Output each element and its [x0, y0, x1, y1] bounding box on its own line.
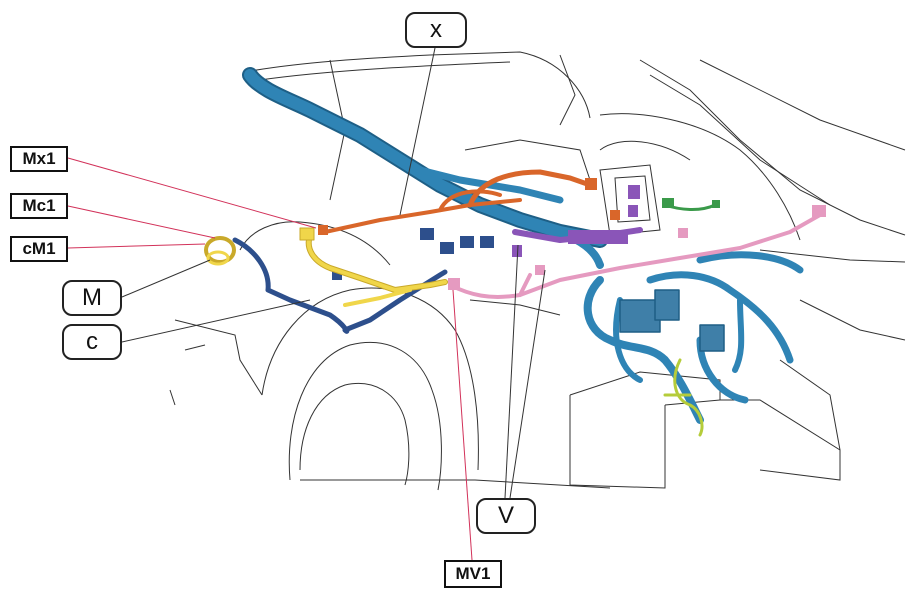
- harness-purple: [512, 185, 643, 257]
- connector-mv1: MV1: [444, 560, 502, 588]
- connector-mx1: Mx1: [10, 146, 68, 172]
- leader-v-1: [504, 244, 519, 499]
- callout-c: c: [62, 324, 122, 360]
- harness-lime: [663, 358, 704, 437]
- leader-c: [121, 299, 311, 343]
- leader-v-2: [509, 269, 546, 499]
- harness-green: [662, 198, 720, 211]
- harness-pink: [448, 205, 826, 299]
- connector-cm1: cM1: [10, 236, 68, 262]
- leader-mx1: [67, 157, 317, 229]
- callout-x: x: [405, 12, 467, 48]
- callout-m: M: [62, 280, 122, 316]
- harness-yellow: [204, 227, 448, 307]
- harness-orange: [318, 169, 620, 235]
- callout-v: V: [476, 498, 536, 534]
- leader-m: [121, 259, 211, 298]
- leader-mv1: [452, 289, 473, 561]
- leader-cm1: [67, 243, 206, 249]
- main-harness-blue: [242, 67, 804, 424]
- leader-x: [399, 47, 436, 216]
- leader-lines: [67, 47, 546, 561]
- leader-mc1: [67, 205, 216, 239]
- connector-mc1: Mc1: [10, 193, 68, 219]
- harness-navy: [232, 228, 494, 334]
